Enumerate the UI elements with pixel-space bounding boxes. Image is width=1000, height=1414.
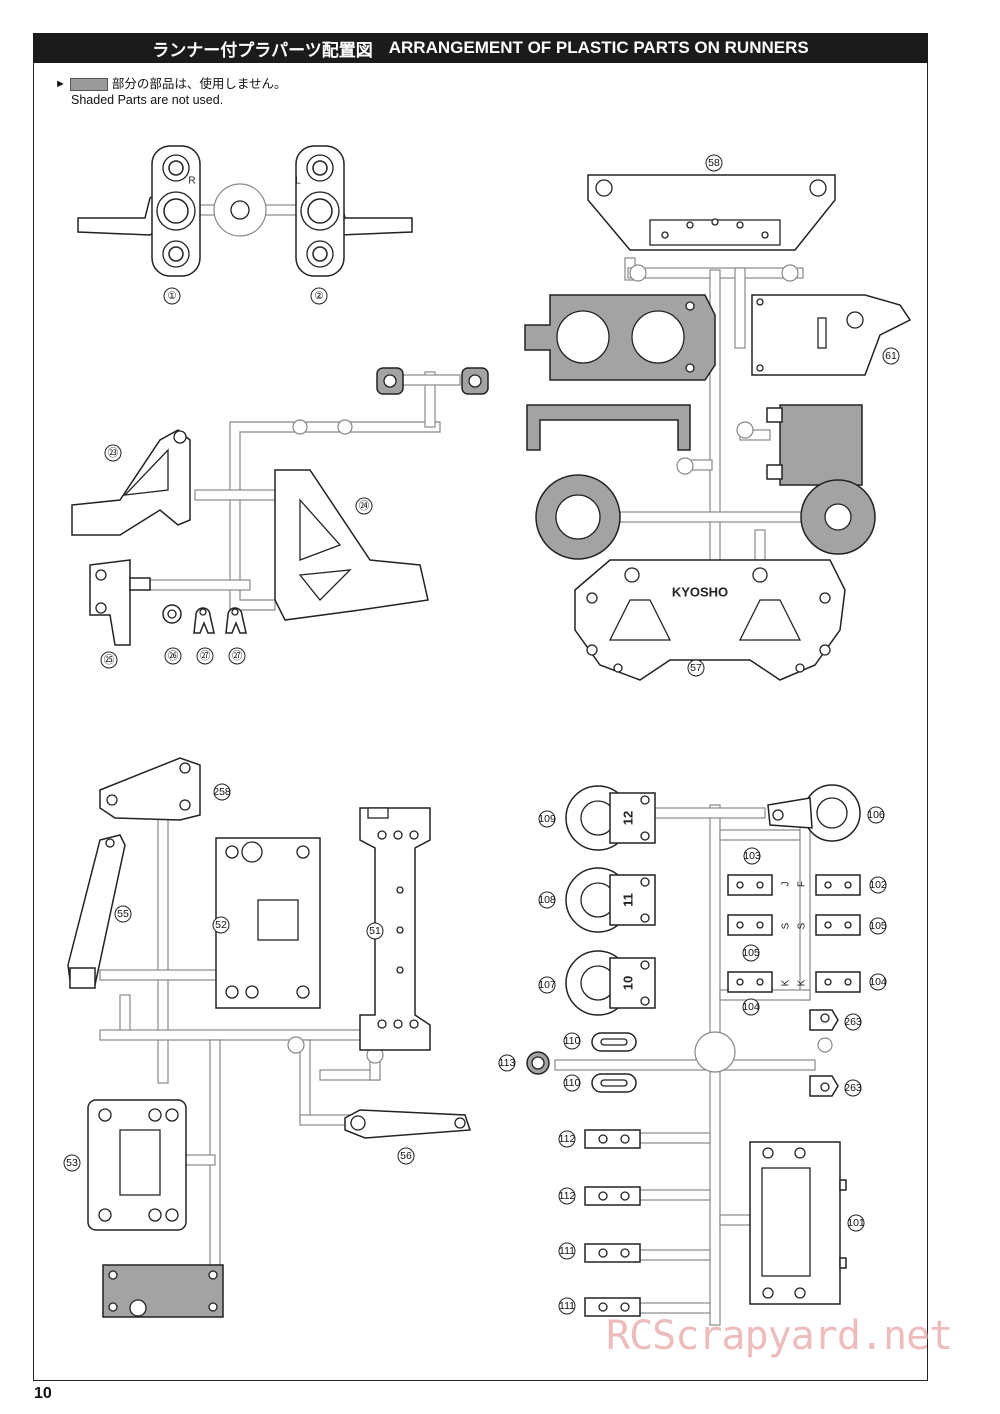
mark-k1: K — [781, 979, 792, 986]
parts-102-105-103-104: J F S S K K — [727, 874, 861, 993]
part-58-plate — [587, 174, 836, 251]
part-25-mount — [89, 559, 151, 646]
runner-a — [199, 183, 299, 237]
part-shaded-bracket — [526, 404, 691, 451]
part-61-plate — [751, 294, 912, 376]
runner-b — [149, 371, 461, 611]
part-label-258: 258 — [213, 786, 231, 798]
page-header: ランナー付プラパーツ配置図 ARRANGEMENT OF PLASTIC PAR… — [33, 33, 928, 63]
part-label-23: ㉓ — [108, 447, 119, 459]
part-label-25: ㉕ — [104, 654, 115, 666]
part-label-61: 61 — [885, 350, 897, 362]
part-label-55: 55 — [117, 908, 129, 920]
part-label-52: 52 — [215, 919, 227, 931]
shade-swatch — [69, 77, 108, 91]
part-label-102: 102 — [869, 879, 887, 891]
part-label-104a: 104 — [869, 976, 887, 988]
parts-112-111 — [584, 1129, 641, 1317]
parts-263 — [809, 1009, 839, 1097]
mark-11: 11 — [621, 893, 636, 907]
part-label-109: 109 — [538, 813, 556, 825]
part-52-plate — [215, 837, 321, 1009]
part-258-plate — [99, 757, 201, 821]
mark-j: J — [781, 882, 792, 887]
part-label-113: 113 — [499, 1057, 516, 1069]
mark-k2: K — [797, 979, 808, 986]
mark-l: L — [295, 176, 301, 187]
part-label-2: ② — [314, 290, 324, 302]
part-101-servo-case — [749, 1141, 847, 1305]
part-label-105b: 105 — [742, 947, 760, 959]
part-106-arm — [767, 784, 861, 842]
part-label-112a: 112 — [559, 1133, 576, 1145]
part-51-plate — [359, 807, 431, 1051]
part-label-57: 57 — [690, 662, 702, 674]
part-53-block — [87, 1099, 187, 1231]
mark-r: R — [188, 176, 195, 187]
part-label-27a: ㉗ — [200, 650, 211, 662]
part-57-plate: KYOSHO — [574, 559, 846, 681]
mark-s2: S — [797, 922, 808, 929]
part-label-111a: 111 — [559, 1245, 575, 1257]
part-label-53: 53 — [66, 1157, 78, 1169]
mark-12: 12 — [621, 811, 636, 825]
part-label-110b: 110 — [564, 1077, 581, 1089]
part-26-27-clips — [162, 604, 247, 634]
part-shaded-rings — [535, 474, 876, 560]
part-label-111b: 111 — [559, 1300, 575, 1312]
part-label-110a: 110 — [564, 1035, 581, 1047]
part-label-24: ㉔ — [359, 500, 370, 512]
part-label-263b: 263 — [844, 1082, 862, 1094]
part-label-263a: 263 — [844, 1016, 862, 1028]
part-label-56: 56 — [400, 1150, 412, 1162]
mark-10: 10 — [621, 976, 636, 990]
mark-kyosho: KYOSHO — [672, 585, 728, 600]
watermark: RCScrapyard.net — [606, 1313, 953, 1359]
note-ja: 部分の部品は、使用しません。 — [111, 77, 287, 91]
part-label-27b: ㉗ — [232, 650, 243, 662]
part-label-1: ① — [167, 290, 177, 302]
header-title-en: ARRANGEMENT OF PLASTIC PARTS ON RUNNERS — [388, 38, 809, 57]
mark-f: F — [797, 881, 808, 887]
part-2-knuckle-l: L — [295, 145, 413, 277]
part-23-arm — [71, 429, 191, 536]
runner-d — [99, 817, 384, 1266]
part-56-arm — [344, 1109, 472, 1139]
part-label-51: 51 — [369, 925, 381, 937]
runner-sprue — [230, 200, 250, 220]
part-shaded-box — [766, 404, 863, 486]
part-1-knuckle-r: R — [77, 145, 201, 277]
parts-110-113 — [526, 1032, 637, 1093]
part-label-101: 101 — [847, 1217, 865, 1229]
part-label-112b: 112 — [559, 1190, 576, 1202]
part-label-58: 58 — [708, 157, 720, 169]
part-label-104b: 104 — [742, 1001, 760, 1013]
pointer-arrow-icon: ► — [55, 78, 66, 90]
part-shaded-motor-plate — [524, 294, 716, 381]
ball-ends — [376, 367, 489, 395]
note-en: Shaded Parts are not used. — [71, 93, 224, 107]
part-label-107: 107 — [538, 979, 556, 991]
shaded-note: ► 部分の部品は、使用しません。 Shaded Parts are not us… — [55, 76, 287, 108]
part-24-arm — [274, 469, 429, 621]
parts-109-108-107-servo-saver: 12 11 10 — [565, 785, 656, 1016]
page-number: 10 — [34, 1385, 52, 1402]
part-shaded-block — [102, 1264, 224, 1318]
part-label-106: 106 — [867, 809, 885, 821]
part-label-26: ㉖ — [168, 650, 179, 662]
part-label-108: 108 — [538, 894, 556, 906]
part-label-103: 103 — [743, 850, 761, 862]
header-title-ja: ランナー付プラパーツ配置図 — [152, 40, 373, 61]
mark-s1: S — [781, 922, 792, 929]
part-label-105a: 105 — [869, 920, 887, 932]
part-55-link — [67, 834, 126, 989]
